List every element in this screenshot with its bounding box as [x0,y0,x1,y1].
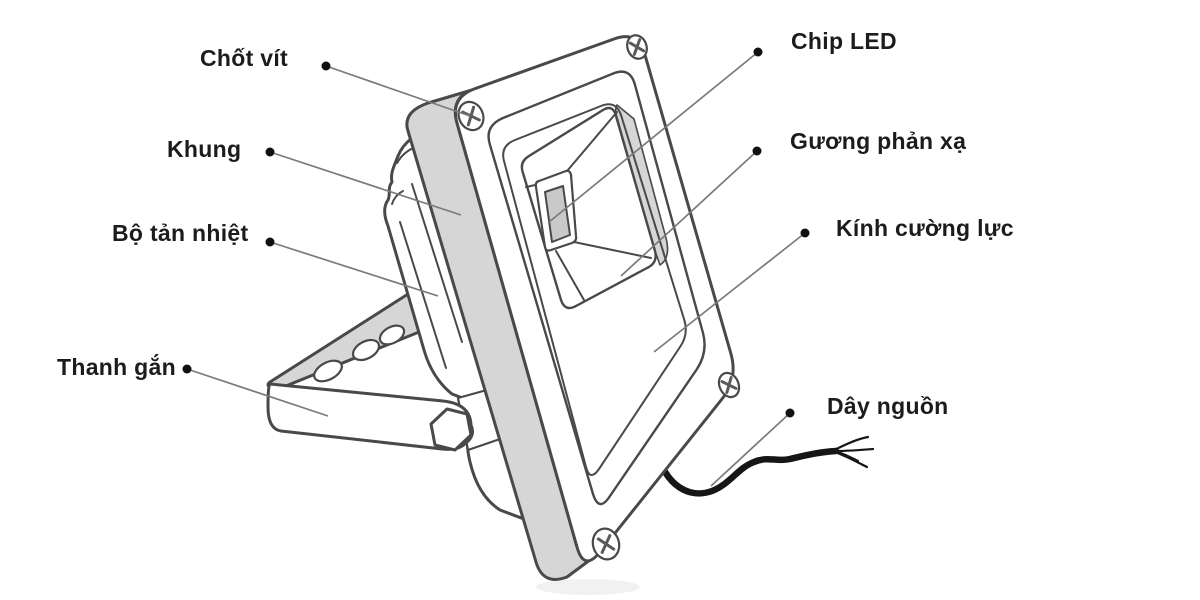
leader-thanh-gan [186,368,329,417]
label-chip-led: Chip LED [791,28,897,54]
label-guong-phan-xa: Gương phản xạ [790,128,967,154]
leader-dot-chot-vit [321,61,331,71]
corner-screw-bottom [591,527,621,561]
bezel-ring [487,70,706,506]
cable-strand [832,435,870,452]
tempered-glass [502,103,687,476]
bracket-slot [313,359,343,383]
bracket-slot [378,324,406,346]
corner-screw-top-left [457,100,485,132]
leader-dot-guong-phan-xa [752,146,762,156]
cable-strand [834,447,875,453]
corner-screw-right [717,371,741,399]
corner-screw-top-right [626,34,648,60]
bracket-slot [351,338,381,362]
leader-dot-khung [265,147,275,157]
label-chot-vit: Chốt vít [200,45,288,71]
hex-bolt [429,407,473,452]
heatsink-fin-edge [391,190,404,205]
leader-chot-vit [325,65,471,117]
ground-shadow [536,579,640,595]
reflector-ridge [561,111,618,178]
leader-kinh-cuong-luc [653,232,806,353]
label-thanh-gan: Thanh gắn [57,354,176,380]
washer-edge [462,431,474,447]
label-khung: Khung [167,136,242,162]
leader-lines [182,47,810,487]
label-kinh-cuong-luc: Kính cường lực [836,215,1014,241]
leader-dot-bo-tan-nhiet [265,237,275,247]
label-day-nguon: Dây nguồn [827,393,949,419]
leader-chip-led [548,51,759,223]
reflector-ridge [555,250,585,301]
heatsink-fin [411,183,463,343]
heatsink-fin [399,221,447,369]
reflector-opening [520,106,657,310]
leader-day-nguon [710,412,791,487]
leader-bo-tan-nhiet [269,241,439,297]
cable-strand [833,450,869,469]
leader-dot-kinh-cuong-luc [800,228,810,238]
power-cable [652,446,840,497]
leader-khung [269,151,462,216]
label-bo-tan-nhiet: Bộ tản nhiệt [112,220,249,246]
reflector-ridge [573,241,652,259]
leader-dot-chip-led [753,47,763,57]
cable-strand [831,449,860,463]
leader-dot-day-nguon [785,408,795,418]
leader-guong-phan-xa [620,150,758,277]
leader-dot-thanh-gan [182,364,192,374]
